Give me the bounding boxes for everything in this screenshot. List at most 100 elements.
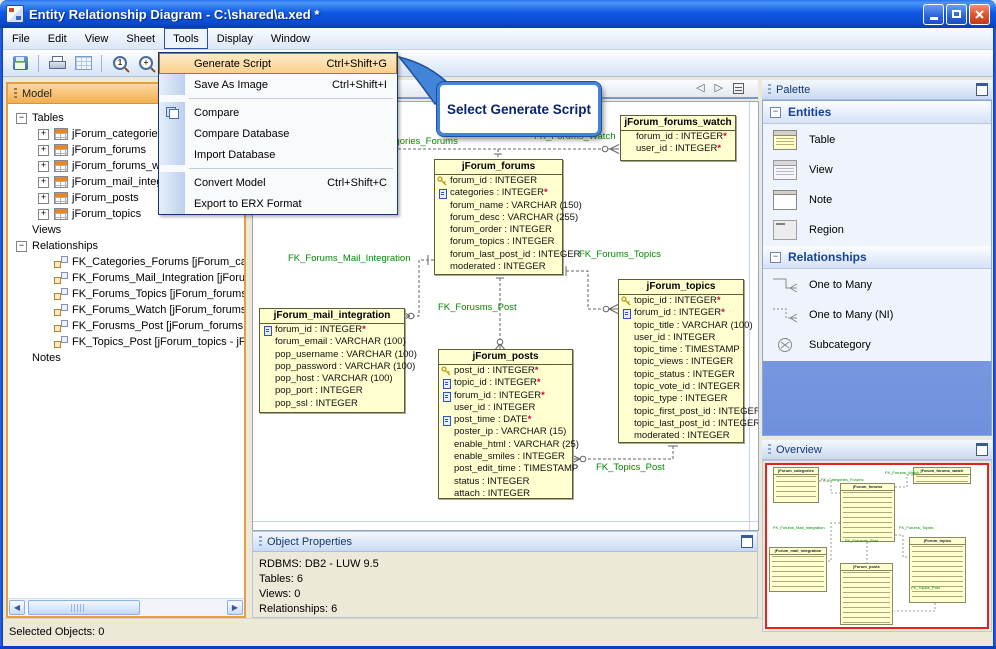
scroll-right-button[interactable]: ▶ <box>227 600 243 615</box>
tree-expander-icon[interactable]: + <box>38 192 49 204</box>
palette-item-subcategory[interactable]: Subcategory <box>763 330 991 360</box>
tree-expander-icon[interactable]: + <box>38 144 49 156</box>
field-text: forum_desc : VARCHAR (255) <box>450 211 579 223</box>
tree-expander-icon[interactable]: + <box>38 176 49 188</box>
tree-item-jforum-forums-watch[interactable]: + jForum_forums_watch <box>16 158 244 174</box>
palette-section-title: Relationships <box>788 250 867 264</box>
menu-sheet[interactable]: Sheet <box>126 32 156 45</box>
relationship-label-fk-categories-forums: FK_Categories_Forums <box>357 136 458 147</box>
tree-item-jforum-posts[interactable]: +jForum_posts <box>16 190 244 206</box>
close-button[interactable] <box>969 3 990 25</box>
menu-view[interactable]: View <box>84 32 109 45</box>
previous-sheet-icon[interactable]: ◁ <box>696 82 705 94</box>
entity-field: topic_vote_id : INTEGER <box>619 381 743 393</box>
save-button[interactable] <box>8 52 32 74</box>
sheet-list-icon[interactable] <box>733 83 744 94</box>
menu-item-compare-database[interactable]: Compare Database <box>159 123 397 144</box>
scrollbar-thumb[interactable] <box>28 600 140 615</box>
palette-item-one-to-many-ni[interactable]: One to Many (NI) <box>763 300 991 330</box>
table-entity-icon <box>773 130 797 150</box>
collapse-icon[interactable]: − <box>770 106 781 118</box>
tree-item-label: jForum_forums_watch <box>72 160 181 172</box>
tree-item-fk-forums-topics-jforum-forums[interactable]: FK_Forums_Topics [jForum_forums <box>16 286 244 302</box>
entity-field: pop_password : VARCHAR (100) <box>260 361 415 373</box>
tree-item-views[interactable]: Views <box>16 222 244 238</box>
entity-field: forum_desc : VARCHAR (255) <box>435 212 578 224</box>
palette-section-entities[interactable]: −Entities <box>763 101 991 124</box>
minimize-button[interactable] <box>923 3 944 25</box>
mini-relationship-label: FK_Forums_Topics <box>899 525 934 530</box>
palette-item-note[interactable]: Note <box>763 185 991 215</box>
tree-item-fk-forums-mail-integration-jforu[interactable]: FK_Forums_Mail_Integration [jForu <box>16 270 244 286</box>
required-marker: * <box>717 143 722 155</box>
tree-item-relationships[interactable]: −Relationships <box>16 238 244 254</box>
required-marker: * <box>716 295 721 306</box>
tree-item-fk-forums-watch-jforum-forums[interactable]: FK_Forums_Watch [jForum_forums <box>16 302 244 318</box>
tree-expander-icon[interactable]: + <box>38 128 49 140</box>
entity-field: forum_id : INTEGER* <box>260 324 404 336</box>
field-text: topic_vote_id : INTEGER <box>634 381 741 393</box>
field-text: enable_html : VARCHAR (25) <box>454 438 579 450</box>
float-panel-icon[interactable] <box>741 535 753 548</box>
float-panel-icon[interactable] <box>976 443 988 456</box>
one-to-many-icon <box>773 278 798 293</box>
menu-item-export-to-erx-format[interactable]: Export to ERX Format <box>159 193 397 214</box>
entity-field: categories : INTEGER* <box>435 187 562 200</box>
tree-item-fk-forusms-post-jforum-forums[interactable]: FK_Forusms_Post [jForum_forums <box>16 318 244 334</box>
menu-edit[interactable]: Edit <box>47 32 67 45</box>
print-button[interactable] <box>45 52 69 74</box>
menu-item-compare[interactable]: Compare <box>159 102 397 123</box>
zoom-in-button[interactable]: + <box>134 52 158 74</box>
next-sheet-icon[interactable]: ▷ <box>714 82 723 94</box>
tree-item-tables[interactable]: −Tables <box>16 110 244 126</box>
tree-item-jforum-forums[interactable]: +jForum_forums <box>16 142 244 158</box>
menu-item-label: Save As Image <box>194 78 268 91</box>
entity-field: moderated : INTEGER <box>435 261 562 273</box>
tree-expander-icon[interactable]: + <box>38 208 49 220</box>
palette-section-relationships[interactable]: −Relationships <box>763 246 991 269</box>
menu-display[interactable]: Display <box>216 32 253 45</box>
grid-button[interactable] <box>71 52 95 74</box>
required-marker: * <box>541 389 545 401</box>
compare-icon <box>165 106 179 119</box>
palette-item-region[interactable]: Region <box>763 215 991 245</box>
tree-expander-icon[interactable]: + <box>38 160 49 172</box>
maximize-button[interactable] <box>946 3 967 25</box>
scroll-left-button[interactable]: ◀ <box>9 600 25 615</box>
tree-item-notes[interactable]: Notes <box>16 350 244 366</box>
palette-item-table[interactable]: Table <box>763 125 991 155</box>
tree-expander-icon[interactable]: − <box>16 240 27 252</box>
menu-file[interactable]: File <box>12 32 30 45</box>
collapse-icon[interactable]: − <box>770 251 781 263</box>
menu-item-import-database[interactable]: Import Database <box>159 144 397 165</box>
menu-tools[interactable]: Tools <box>164 28 208 49</box>
zoom-actual-button[interactable]: 1 <box>108 52 132 74</box>
horizontal-scrollbar[interactable]: ◀ ▶ <box>8 598 244 616</box>
palette-item-one-to-many[interactable]: One to Many <box>763 270 991 300</box>
tree-item-fk-topics-post-jforum-topics-jf[interactable]: FK_Topics_Post [jForum_topics - jF <box>16 334 244 350</box>
entity-field: forum_last_post_id : INTEGER <box>435 249 580 261</box>
tree-expander-icon[interactable]: − <box>16 112 27 124</box>
tree-item-jforum-categories[interactable]: +jForum_categories <box>16 126 244 142</box>
tree-item-fk-categories-forums-jforum-ca[interactable]: FK_Categories_Forums [jForum_ca <box>16 254 244 270</box>
float-panel-icon[interactable] <box>976 83 988 96</box>
menu-window[interactable]: Window <box>270 32 310 45</box>
menu-item-gutter <box>159 123 185 144</box>
field-text: pop_username : VARCHAR (100) <box>275 348 417 360</box>
palette-item-view[interactable]: View <box>763 155 991 185</box>
tree-item-jforum-topics[interactable]: +jForum_topics <box>16 206 244 222</box>
window-border <box>0 646 996 649</box>
one-to-many-ni-icon <box>773 308 798 323</box>
